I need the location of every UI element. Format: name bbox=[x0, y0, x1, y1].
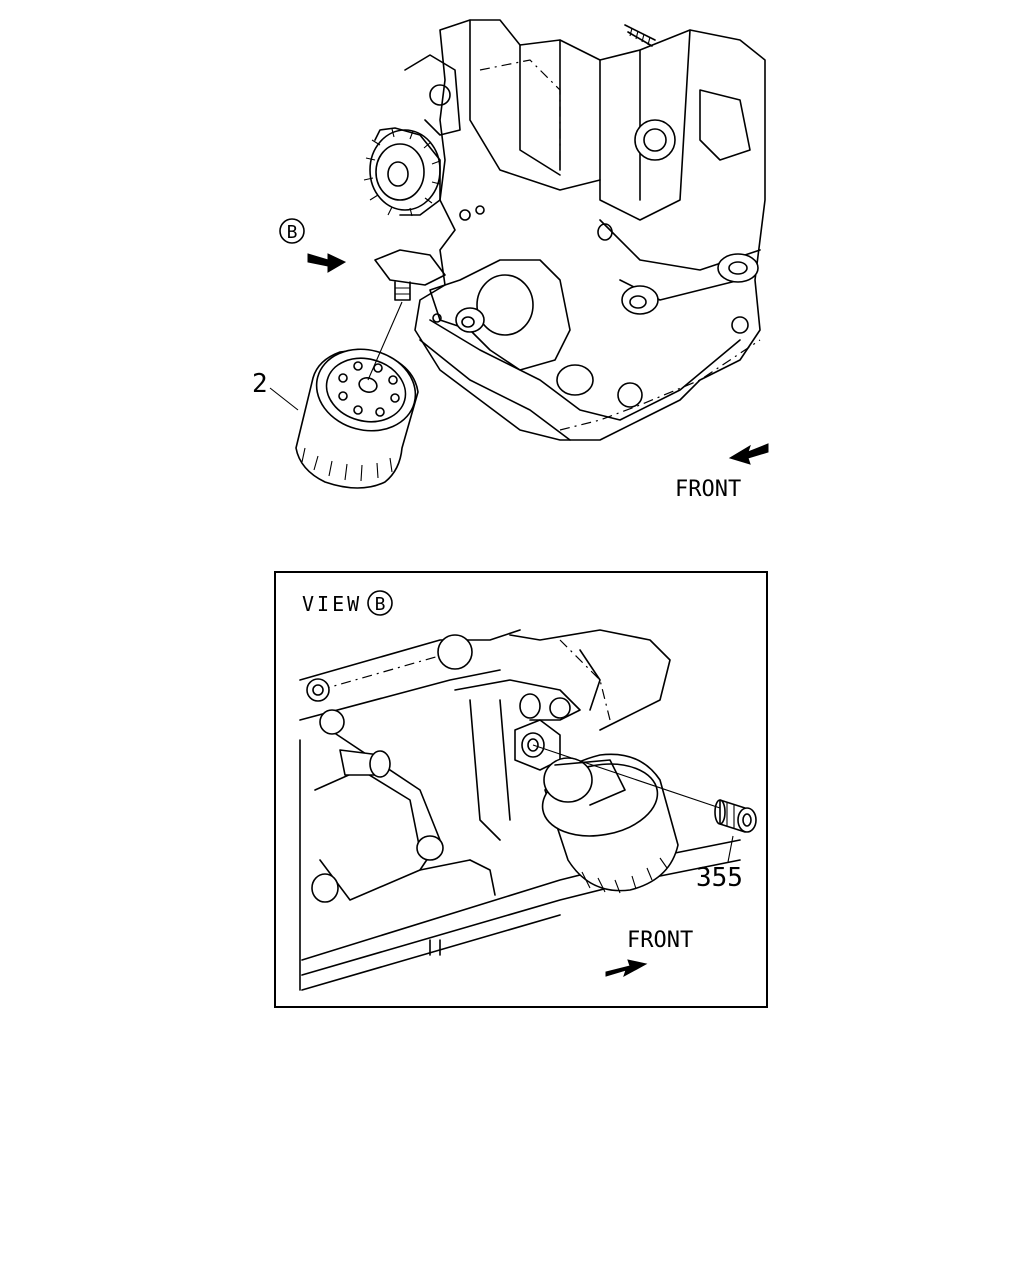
detail-view-title: VIEW bbox=[302, 592, 362, 616]
callout-leader-355 bbox=[727, 835, 734, 863]
view-marker-upper: B bbox=[279, 218, 305, 244]
view-marker-detail-letter: B bbox=[375, 594, 386, 615]
front-arrow-detail bbox=[605, 959, 648, 978]
oil-filter-illustration bbox=[295, 301, 419, 489]
fitting-355-illustration bbox=[714, 799, 757, 833]
engine-block-illustration bbox=[363, 19, 766, 441]
detail-view-frame bbox=[274, 571, 768, 1008]
front-arrow-upper bbox=[728, 443, 769, 465]
detail-engine-illustration bbox=[299, 629, 741, 991]
front-label-detail: FRONT bbox=[627, 928, 693, 953]
front-label-upper: FRONT bbox=[675, 477, 741, 502]
view-marker-detail: B bbox=[367, 590, 393, 616]
view-direction-arrow bbox=[307, 253, 347, 273]
callout-fitting: 355 bbox=[696, 863, 743, 893]
callout-filter: 2 bbox=[252, 369, 268, 399]
callout-leader-2 bbox=[269, 387, 299, 411]
view-marker-letter: B bbox=[287, 222, 298, 243]
